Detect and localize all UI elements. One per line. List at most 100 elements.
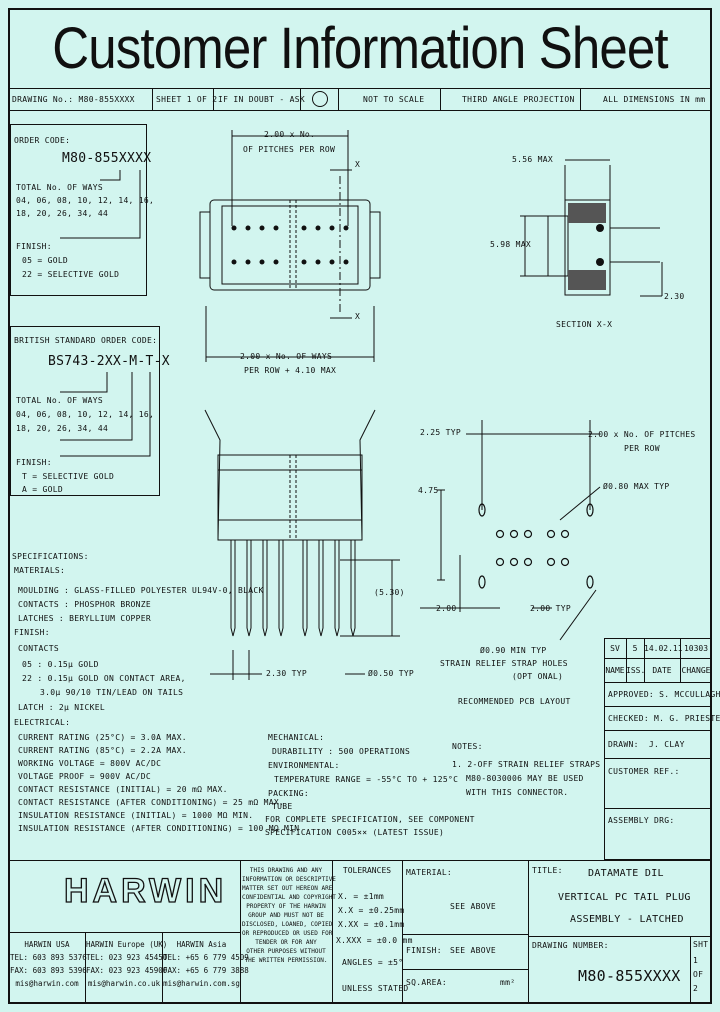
spec-contacts-fin: CONTACTS	[18, 644, 59, 653]
order-code-box	[10, 124, 147, 296]
sht-label: SHT	[693, 940, 709, 949]
rev-change-no: 10303	[683, 644, 709, 653]
order-finish-label: FINISH:	[16, 242, 52, 251]
rev-change-header: CHANGE	[681, 666, 711, 675]
footer-europe-contact: HARWIN Europe (UK) TEL: 023 923 45450 FA…	[86, 940, 168, 988]
title-label: TITLE:	[532, 866, 563, 875]
rev-drawn: DRAWN: J. CLAY	[608, 740, 685, 749]
spec-packing: PACKING:	[268, 789, 309, 798]
dim-ways-bottom-1: 2.00 x No. OF WAYS	[240, 352, 333, 361]
projection-note: THIRD ANGLE PROJECTION	[462, 95, 575, 104]
drawing-number-label: DRAWING NUMBER:	[532, 941, 609, 950]
scale-note: NOT TO SCALE	[363, 95, 425, 104]
order-ways-line1: 04, 06, 08, 10, 12, 14, 16,	[16, 196, 155, 205]
sqarea-label: SQ.AREA:	[406, 978, 447, 987]
spec-e7: INSULATION RESISTANCE (INITIAL) = 1000 M…	[18, 811, 254, 820]
notes-label: NOTES:	[452, 742, 483, 751]
order-finish-2: 22 = SELECTIVE GOLD	[22, 270, 120, 279]
spec-contacts-mat: CONTACTS : PHOSPHOR BRONZE	[18, 600, 152, 609]
british-code-value: BS743-2XX-M-T-X	[48, 354, 170, 369]
pcb-layout-label: RECOMMENDED PCB LAYOUT	[458, 697, 571, 706]
footer-usa-contact: HARWIN USA TEL: 603 893 5376 FAX: 603 89…	[10, 940, 87, 988]
spec-e2: CURRENT RATING (85°C) = 2.2A MAX.	[18, 746, 187, 755]
british-finish-label: FINISH:	[16, 458, 52, 467]
spec-f22a: 22 : 0.15μ GOLD ON CONTACT AREA,	[22, 674, 186, 683]
order-ways-line2: 18, 20, 26, 34, 44	[16, 209, 109, 218]
footer-asia-contact: HARWIN Asia TEL: +65 6 779 4509 FAX: +65…	[163, 940, 249, 988]
title-line-3: ASSEMBLY - LATCHED	[570, 914, 684, 925]
spec-e3: WORKING VOLTAGE = 800V AC/DC	[18, 759, 162, 768]
material-label: MATERIAL:	[406, 868, 453, 877]
spec-comp1: FOR COMPLETE SPECIFICATION, SEE COMPONEN…	[265, 815, 475, 824]
spec-environmental: ENVIRONMENTAL:	[268, 761, 340, 770]
sht-value: 1	[693, 956, 699, 965]
title-line-1: DATAMATE DIL	[588, 868, 664, 879]
british-ways-label: TOTAL No. OF WAYS	[16, 396, 103, 405]
dim-hole-080: Ø0.80 MAX TYP	[603, 482, 670, 491]
material-value: SEE ABOVE	[450, 902, 497, 911]
rev-iss-no: 5	[632, 644, 638, 653]
if-in-doubt: IF IN DOUBT - ASK	[218, 95, 305, 104]
spec-comp2: SPECIFICATION C005×× (LATEST ISSUE)	[265, 828, 445, 837]
order-finish-1: 05 = GOLD	[22, 256, 69, 265]
footer-top-rule	[8, 860, 712, 861]
title-divider	[8, 88, 712, 89]
dim-pcb-pitches-1: 2.00 x No. OF PITCHES	[588, 430, 696, 439]
british-code-box	[10, 326, 160, 496]
drawing-number-value: M80-855XXXX	[578, 967, 681, 985]
notes-line-1: 1. 2-OFF STRAIN RELIEF STRAPS	[452, 760, 601, 769]
dim-475: 4.75	[418, 486, 439, 495]
tolerance-angles: ANGLES = ±5°	[342, 958, 404, 967]
of-label: OF	[693, 970, 704, 979]
spec-heading: SPECIFICATIONS:	[12, 552, 89, 561]
spec-pack1: TUBE	[272, 802, 293, 811]
sheet-number: SHEET 1 OF 2	[156, 95, 218, 104]
finish-label: FINISH:	[406, 946, 442, 955]
spec-latches-mat: LATCHES : BERYLLIUM COPPER	[18, 614, 152, 623]
order-code-label: ORDER CODE:	[14, 136, 71, 145]
dim-200-typ: 2.00 TYP	[530, 604, 571, 613]
strap-optional-label: (OPT ONAL)	[512, 672, 564, 681]
dim-ways-bottom-2: PER ROW + 4.10 MAX	[244, 366, 337, 375]
page-title: Customer Information Sheet	[52, 16, 668, 81]
spec-moulding: MOULDING : GLASS-FILLED POLYESTER UL94V-…	[18, 586, 264, 595]
tolerances-heading: TOLERANCES	[342, 866, 392, 875]
dim-200-a: 2.00	[436, 604, 457, 613]
title-line-2: VERTICAL PC TAIL PLUG	[558, 892, 691, 903]
dimensions-note: ALL DIMENSIONS IN mm	[603, 95, 706, 104]
dim-230-side: 2.30	[664, 292, 685, 301]
spec-e8: INSULATION RESISTANCE (AFTER CONDITIONIN…	[18, 824, 300, 833]
dim-225-typ: 2.25 TYP	[420, 428, 461, 437]
dim-pitches-top-2: OF PITCHES PER ROW	[243, 145, 336, 154]
rev-iss-header: ISS.	[626, 666, 646, 675]
rev-checked: CHECKED: M. G. PRIESTED	[608, 714, 720, 723]
spec-e4: VOLTAGE PROOF = 900V AC/DC	[18, 772, 152, 781]
spec-e5: CONTACT RESISTANCE (INITIAL) = 20 mΩ MAX…	[18, 785, 228, 794]
british-code-label: BRITISH STANDARD ORDER CODE:	[14, 336, 158, 345]
spec-f05: 05 : 0.15μ GOLD	[22, 660, 99, 669]
section-label: SECTION X-X	[556, 320, 613, 329]
dim-pin-050: Ø0.50 TYP	[368, 669, 415, 678]
revision-block	[604, 638, 712, 860]
dim-hole-090: Ø0.90 MIN TYP	[480, 646, 547, 655]
spec-f22b: 3.0μ 90/10 TIN/LEAD ON TAILS	[40, 688, 184, 697]
footer-disclaimer: THIS DRAWING AND ANY INFORMATION OR DESC…	[242, 867, 336, 964]
british-ways-line2: 18, 20, 26, 34, 44	[16, 424, 109, 433]
dim-230-typ: 2.30 TYP	[266, 669, 307, 678]
dim-598-max: 5.98 MAX	[490, 240, 531, 249]
harwin-logo: HARWIN	[63, 871, 228, 910]
tolerance-2: X.X = ±0.25mm	[338, 906, 405, 915]
drawing-sheet	[8, 8, 712, 1004]
dim-530: (5.30)	[374, 588, 405, 597]
rev-date: 14.02.11	[644, 644, 683, 653]
spec-e6: CONTACT RESISTANCE (AFTER CONDITIONING) …	[18, 798, 285, 807]
spec-m1: DURABILITY : 500 OPERATIONS	[272, 747, 411, 756]
spec-finish: FINISH:	[14, 628, 50, 637]
order-code-value: M80-855XXXX	[62, 151, 152, 166]
spec-latch-fin: LATCH : 2μ NICKEL	[18, 703, 105, 712]
strap-holes-label: STRAIN RELIEF STRAP HOLES	[440, 659, 568, 668]
order-ways-label: TOTAL No. OF WAYS	[16, 183, 103, 192]
british-ways-line1: 04, 06, 08, 10, 12, 14, 16,	[16, 410, 155, 419]
section-marker-bottom: X	[355, 312, 361, 321]
